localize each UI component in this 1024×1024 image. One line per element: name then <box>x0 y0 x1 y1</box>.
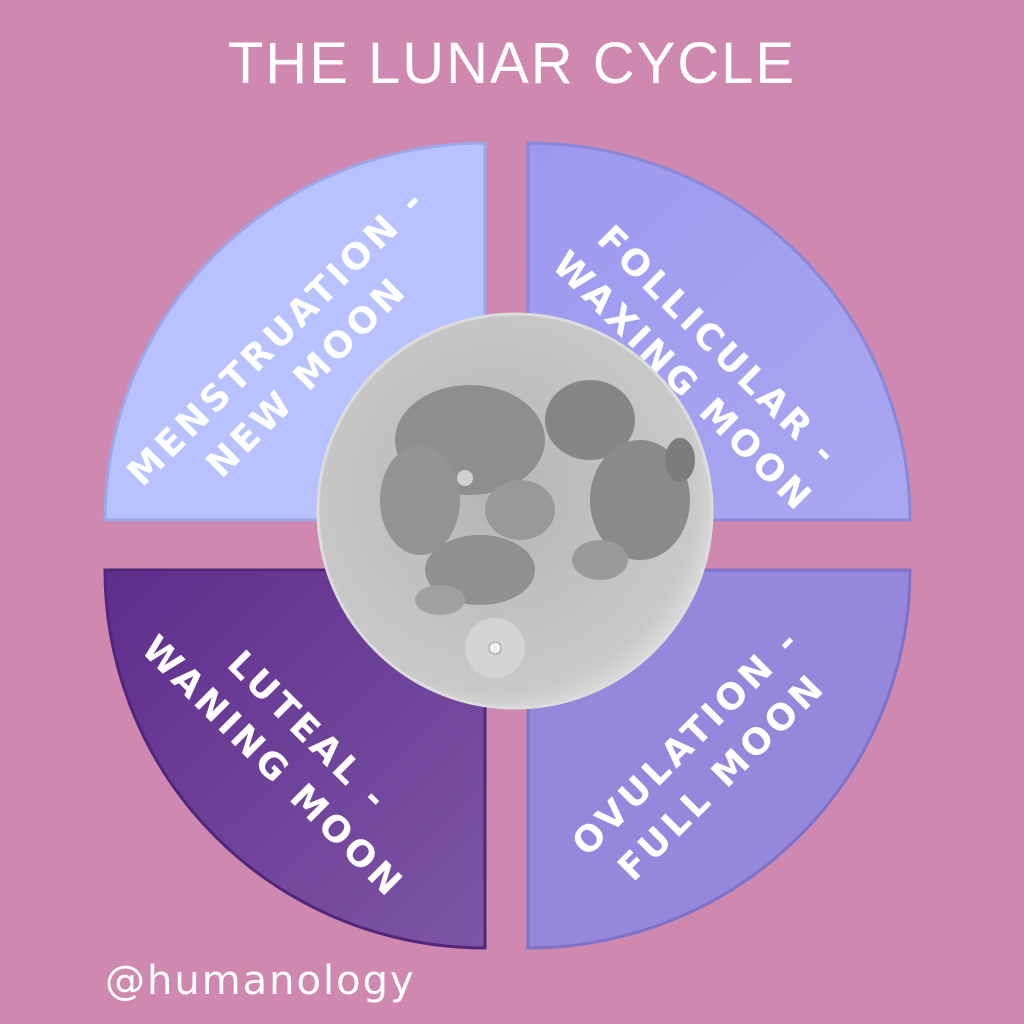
social-handle: @humanology <box>105 958 416 1004</box>
moon-image <box>316 312 714 710</box>
page-title: THE LUNAR CYCLE <box>227 31 797 96</box>
